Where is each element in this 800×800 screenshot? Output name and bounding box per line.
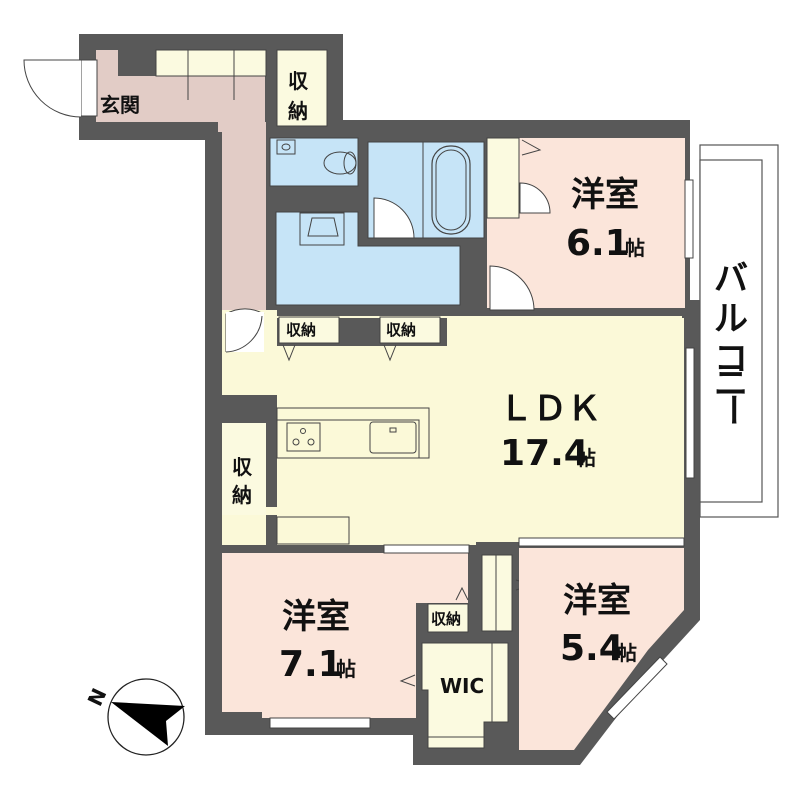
walk-in-closet[interactable]: WIC (421, 642, 509, 749)
western-room-3[interactable]: 洋室 5.4 帖 (518, 537, 685, 750)
svg-text:コ: コ (714, 339, 748, 379)
window (606, 656, 668, 720)
window (684, 179, 694, 259)
svg-text:収納: 収納 (386, 321, 416, 339)
balcony: バ ル コ ニ ー (699, 144, 779, 518)
svg-text:収納: 収納 (286, 321, 316, 339)
room-size: 6.1 (566, 223, 630, 264)
ldk-storage-2[interactable]: 収納 (379, 316, 441, 362)
western-room-2[interactable]: 洋室 7.1 帖 (222, 544, 470, 729)
svg-text:WIC: WIC (440, 674, 484, 698)
room-label: 洋室 (571, 175, 639, 215)
stove-icon (286, 422, 321, 452)
balcony-label: バ ル コ ニ ー (711, 259, 751, 427)
room-size-unit: 帖 (336, 657, 356, 681)
toilet-room (269, 137, 359, 187)
svg-text:納: 納 (232, 483, 252, 507)
svg-text:納: 納 (288, 99, 308, 123)
window (685, 347, 695, 479)
bathtub-icon (431, 145, 471, 235)
svg-text:収納: 収納 (431, 610, 461, 628)
svg-text:バ: バ (714, 259, 748, 299)
western-room-1[interactable]: 洋室 6.1 帖 (486, 137, 685, 311)
toilet-icon (323, 151, 357, 175)
north-label: N (83, 684, 112, 709)
ldk-storage-side[interactable]: 収 納 (222, 423, 266, 515)
entrance-area (23, 49, 267, 310)
ldk-room[interactable]: ＬＤＫ 17.4 帖 (205, 308, 684, 545)
room-label: 洋室 (282, 597, 350, 637)
room-label: ＬＤＫ (499, 389, 601, 429)
room-size-unit: 帖 (617, 641, 637, 665)
room-size-unit: 帖 (625, 236, 645, 260)
room-size-unit: 帖 (576, 446, 596, 470)
room-size: 5.4 (560, 628, 624, 669)
sink-icon (369, 421, 417, 454)
entrance-storage[interactable]: 収 納 (276, 49, 328, 127)
room-size: 17.4 (500, 433, 589, 474)
svg-text:収: 収 (288, 69, 309, 93)
svg-text:ー: ー (711, 393, 751, 427)
compass-icon: N (83, 678, 185, 756)
bathroom (367, 141, 485, 239)
washroom (275, 211, 461, 306)
svg-text:ル: ル (714, 299, 748, 339)
room2-storage[interactable]: 収納 (427, 603, 469, 633)
room-label: 洋室 (563, 581, 631, 621)
svg-text:ニ: ニ (714, 364, 748, 404)
svg-text:収: 収 (232, 455, 253, 479)
entrance-label: 玄関 (100, 93, 140, 117)
room3-closet[interactable] (481, 554, 534, 632)
room-size: 7.1 (279, 644, 343, 685)
ldk-storage-1[interactable]: 収納 (278, 316, 340, 362)
